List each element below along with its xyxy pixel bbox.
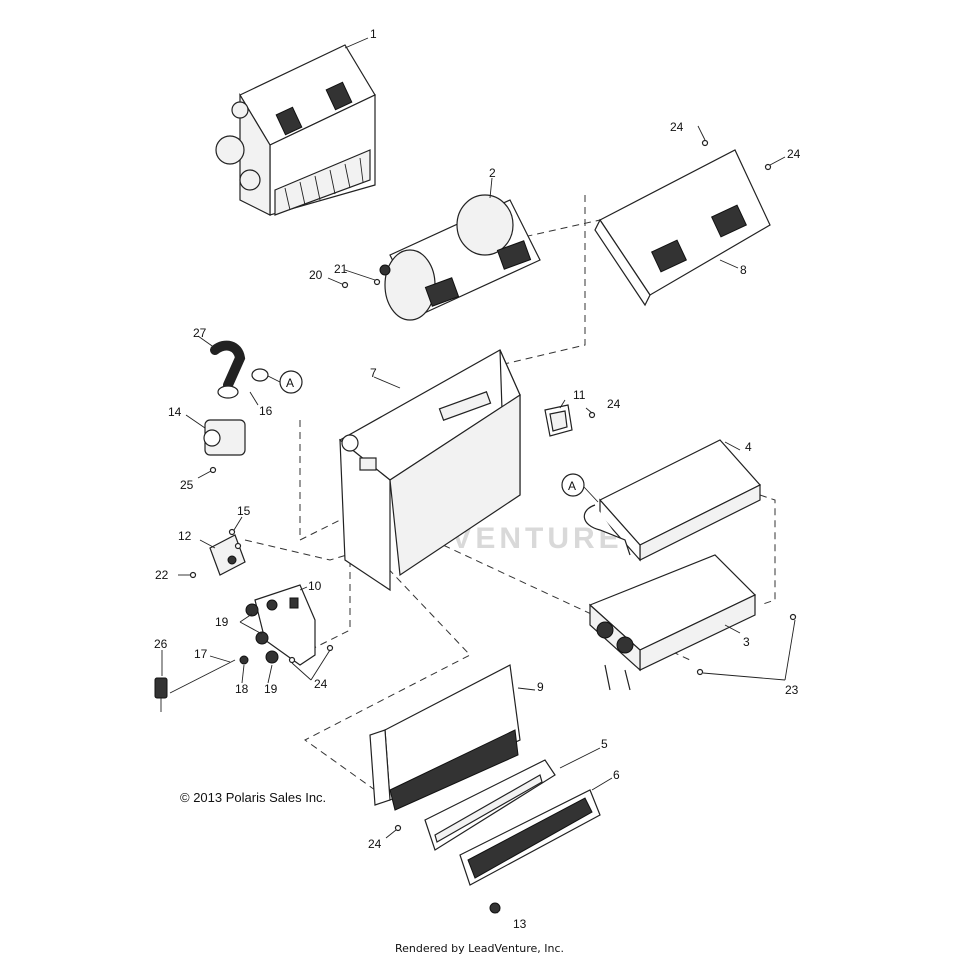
callout-5[interactable]: 5 [601, 737, 608, 751]
callouts: 1 2 3 4 5 6 7 8 9 10 11 12 13 14 15 16 1… [154, 27, 801, 931]
screw-24-right-marker[interactable] [764, 163, 772, 171]
callout-10[interactable]: 10 [308, 579, 322, 593]
part-12-switch[interactable] [209, 534, 246, 576]
screw-21-marker[interactable] [373, 278, 381, 286]
part-18-grommet[interactable] [239, 655, 249, 665]
callout-21[interactable]: 21 [334, 262, 348, 276]
part-19-grommets[interactable] [245, 603, 279, 664]
copyright-text: © 2013 Polaris Sales Inc. [180, 790, 327, 805]
callout-26[interactable]: 26 [154, 637, 168, 651]
render-credit: Rendered by LeadVenture, Inc. [394, 942, 565, 955]
callout-18[interactable]: 18 [235, 682, 249, 696]
callout-11[interactable]: 11 [573, 388, 586, 402]
callout-19-lower[interactable]: 19 [264, 682, 278, 696]
part-26-sensor[interactable] [154, 677, 168, 712]
connector-a-right: A [561, 473, 599, 503]
callout-27[interactable]: 27 [193, 326, 207, 340]
grille-lines-1 [284, 157, 364, 211]
part-6-filter[interactable] [459, 789, 601, 886]
screw-24-top-marker[interactable] [701, 139, 709, 147]
part-16-hose-clamp[interactable] [217, 368, 269, 399]
callout-4[interactable]: 4 [745, 440, 752, 454]
screw-24-bracket-b-marker[interactable] [326, 644, 334, 652]
part-3-evaporator-core[interactable] [588, 554, 757, 691]
part-1-heater-assembly[interactable] [215, 44, 376, 216]
part-14-valve-assembly[interactable] [203, 419, 246, 456]
callout-14[interactable]: 14 [168, 405, 182, 419]
part-4-heater-core[interactable] [583, 439, 761, 562]
screw-20-marker[interactable] [341, 281, 349, 289]
part-9-front-panel[interactable] [369, 664, 521, 811]
callout-24-top[interactable]: 24 [670, 120, 684, 134]
leader-lines [161, 37, 796, 914]
screw-24-gasket-marker[interactable] [588, 411, 596, 419]
callout-6[interactable]: 6 [613, 768, 620, 782]
screw-15a-marker[interactable] [228, 528, 236, 536]
callout-22[interactable]: 22 [155, 568, 169, 582]
callout-8[interactable]: 8 [740, 263, 747, 277]
callout-9[interactable]: 9 [537, 680, 544, 694]
callout-25[interactable]: 25 [180, 478, 194, 492]
connector-a-label: A [286, 376, 294, 390]
part-13-clip[interactable] [489, 902, 501, 914]
callout-7[interactable]: 7 [370, 366, 377, 380]
screw-24-bracket-a-marker[interactable] [288, 656, 296, 664]
part-27-hose[interactable] [210, 340, 246, 390]
callout-24-bracket[interactable]: 24 [314, 677, 328, 691]
callout-23[interactable]: 23 [785, 683, 799, 697]
callout-15[interactable]: 15 [237, 504, 251, 518]
callout-24-panel[interactable]: 24 [368, 837, 382, 851]
callout-12[interactable]: 12 [178, 529, 192, 543]
callout-16[interactable]: 16 [259, 404, 273, 418]
screws [189, 139, 797, 832]
callout-19-upper[interactable]: 19 [215, 615, 229, 629]
part-7-housing[interactable] [338, 349, 521, 592]
part-2-blower-motor[interactable] [379, 194, 541, 321]
screw-23b-marker[interactable] [696, 668, 704, 676]
callout-1[interactable]: 1 [370, 27, 377, 41]
screw-22-marker[interactable] [189, 571, 197, 579]
screw-23a-marker[interactable] [789, 613, 797, 621]
connector-a-left: A [267, 370, 303, 394]
callout-24-gasket[interactable]: 24 [607, 397, 621, 411]
part-8-top-cover[interactable] [594, 149, 771, 307]
callout-2[interactable]: 2 [489, 166, 496, 180]
part-11-gasket[interactable] [544, 404, 573, 437]
callout-13[interactable]: 13 [513, 917, 527, 931]
screw-25-marker[interactable] [209, 466, 217, 474]
part-17-wire[interactable] [169, 659, 236, 694]
callout-3[interactable]: 3 [743, 635, 750, 649]
connector-a-label: A [568, 479, 576, 493]
part-5-filter-frame[interactable] [424, 759, 556, 851]
part-10-bracket[interactable] [254, 584, 316, 666]
callout-17[interactable]: 17 [194, 647, 208, 661]
screw-24-panel-marker[interactable] [394, 824, 402, 832]
screw-15b-marker[interactable] [234, 542, 242, 550]
callout-20[interactable]: 20 [309, 268, 323, 282]
callout-24-right[interactable]: 24 [787, 147, 801, 161]
